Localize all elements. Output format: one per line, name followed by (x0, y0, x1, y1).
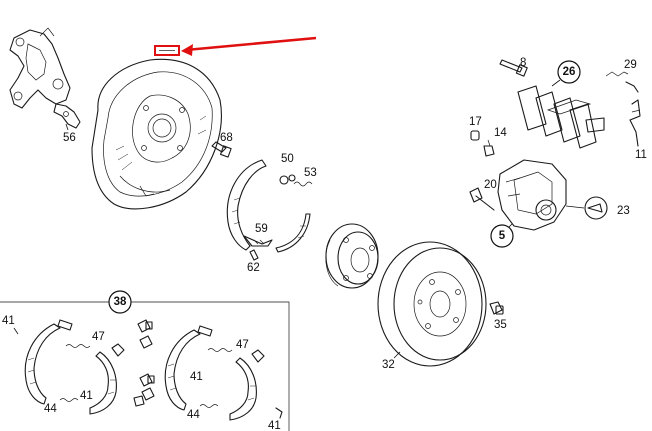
callout-11[interactable]: 11 (635, 149, 647, 161)
bleeder-14[interactable] (483, 139, 495, 157)
bolt-35[interactable] (489, 301, 504, 315)
callout-23[interactable]: 23 (617, 205, 630, 217)
highlight-arrow (185, 36, 317, 52)
bolt-column[interactable] (133, 319, 155, 407)
wrench-icon[interactable] (565, 196, 608, 220)
callout-41-a[interactable]: 41 (2, 315, 15, 327)
callout-29[interactable]: 29 (624, 59, 637, 71)
pin-62[interactable] (249, 249, 259, 261)
highlight-arrowhead (181, 44, 193, 56)
brake-disc[interactable] (377, 241, 487, 367)
callout-bubble-5[interactable] (490, 224, 514, 248)
callout-8[interactable]: 8 (520, 57, 526, 69)
highlight-box (154, 45, 180, 56)
callout-53[interactable]: 53 (304, 167, 317, 179)
spring-53[interactable] (293, 181, 313, 187)
callout-41-c[interactable]: 41 (190, 371, 203, 383)
leader-41-a (13, 327, 19, 335)
brake-pads[interactable] (517, 85, 605, 149)
bolt-8[interactable] (499, 59, 528, 77)
callout-62[interactable]: 62 (247, 262, 260, 274)
callout-20[interactable]: 20 (484, 179, 497, 191)
callout-14[interactable]: 14 (494, 127, 507, 139)
lever-59[interactable] (243, 235, 273, 247)
callout-47-b[interactable]: 47 (236, 339, 249, 351)
bolt-20[interactable] (469, 187, 495, 211)
callout-56[interactable]: 56 (63, 132, 76, 144)
cap-17[interactable] (470, 130, 480, 141)
leader-32 (393, 351, 401, 359)
clip-11[interactable] (629, 99, 641, 147)
shoe-set-left[interactable] (24, 319, 125, 415)
pin-41-d (275, 407, 283, 419)
highlight-marker (154, 36, 317, 56)
callout-41-b[interactable]: 41 (80, 390, 93, 402)
brake-caliper[interactable] (497, 159, 567, 231)
shoe-set-right[interactable] (164, 325, 265, 421)
callout-38: 38 (114, 296, 127, 308)
shoe-kit-frame (0, 301, 290, 431)
bracket-56[interactable] (53, 103, 81, 129)
spring-29[interactable] (605, 71, 639, 93)
backing-plate[interactable] (91, 58, 222, 210)
callout-59[interactable]: 59 (255, 223, 268, 235)
callout-26: 26 (563, 66, 576, 78)
callout-68[interactable]: 68 (220, 132, 233, 144)
wheel-hub[interactable] (325, 223, 379, 289)
callout-32[interactable]: 32 (382, 359, 395, 371)
callout-35[interactable]: 35 (494, 319, 507, 331)
steering-knuckle[interactable] (9, 27, 71, 109)
callout-bubble-38[interactable] (108, 290, 132, 314)
callout-bubble-26[interactable] (557, 60, 581, 84)
bolt-68[interactable] (211, 141, 232, 158)
callout-47-a[interactable]: 47 (92, 331, 105, 343)
parking-brake-shoe[interactable] (226, 159, 311, 253)
callout-17[interactable]: 17 (469, 116, 482, 128)
callout-5: 5 (499, 230, 506, 242)
callout-44-b[interactable]: 44 (187, 409, 200, 421)
leader-56 (65, 123, 69, 131)
callout-41-d[interactable]: 41 (268, 420, 281, 431)
adjuster-50[interactable] (279, 174, 296, 185)
callout-50[interactable]: 50 (281, 153, 294, 165)
callout-44-a[interactable]: 44 (44, 403, 57, 415)
leader-26 (551, 79, 561, 87)
